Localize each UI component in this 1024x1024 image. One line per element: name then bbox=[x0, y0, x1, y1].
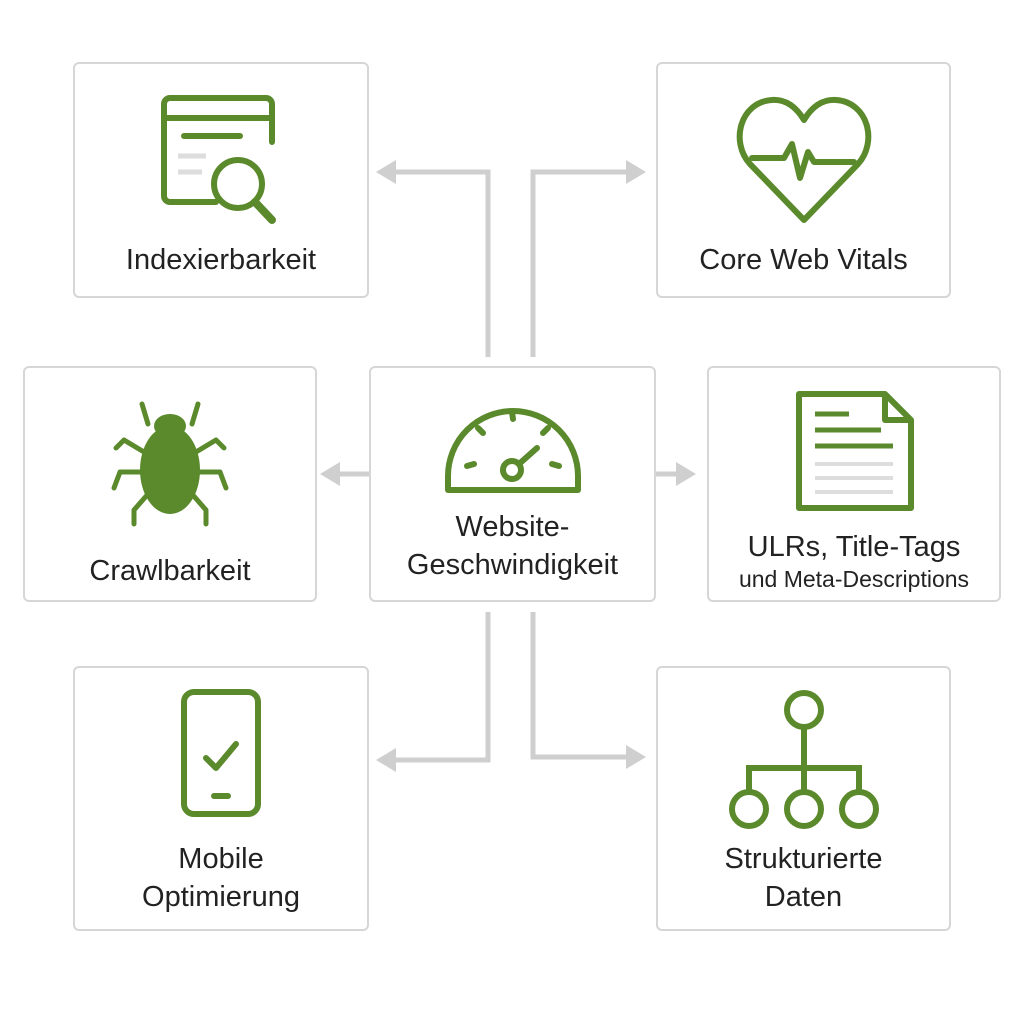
connector-mobile bbox=[392, 612, 491, 763]
label-line: Optimierung bbox=[142, 881, 300, 913]
label-line: Website- bbox=[455, 511, 570, 543]
connector-strukturierte bbox=[530, 612, 630, 760]
connector-core-web-vitals bbox=[530, 169, 630, 357]
node-label: Crawlbarkeit bbox=[89, 555, 251, 587]
bug-icon bbox=[111, 401, 229, 527]
node-indexierbarkeit: Indexierbarkeit bbox=[73, 62, 369, 298]
node-label: Website- Geschwindigkeit bbox=[371, 508, 654, 584]
arrowhead bbox=[376, 160, 396, 184]
smartphone-check-icon bbox=[181, 689, 261, 817]
node-label: Strukturierte Daten bbox=[658, 840, 949, 916]
node-website-geschwindigkeit: Website- Geschwindigkeit bbox=[369, 366, 656, 602]
label-line: und Meta-Descriptions bbox=[738, 566, 970, 592]
node-urls: ULRs, Title-Tags und Meta-Descriptions bbox=[707, 366, 1001, 602]
node-label: ULRs, Title-Tags und Meta-Descriptions bbox=[709, 530, 999, 594]
node-label: Mobile Optimierung bbox=[75, 840, 367, 916]
node-core-web-vitals: Core Web Vitals bbox=[656, 62, 951, 298]
label-line: Daten bbox=[764, 881, 843, 913]
arrowhead bbox=[626, 160, 646, 184]
arrowhead bbox=[626, 745, 646, 769]
speedometer-icon bbox=[444, 408, 581, 493]
label-line: Strukturierte bbox=[724, 843, 883, 875]
node-mobile: Mobile Optimierung bbox=[73, 666, 369, 931]
node-label: Core Web Vitals bbox=[699, 244, 908, 276]
heart-pulse-icon bbox=[736, 96, 871, 223]
connector-indexierbarkeit bbox=[392, 169, 491, 357]
node-label: Indexierbarkeit bbox=[125, 244, 317, 276]
node-strukturierte-daten: Strukturierte Daten bbox=[656, 666, 951, 931]
label-line: Mobile bbox=[178, 843, 264, 875]
arrowhead bbox=[320, 462, 340, 486]
arrowhead bbox=[676, 462, 696, 486]
label-line: Geschwindigkeit bbox=[406, 549, 619, 581]
document-icon bbox=[796, 391, 914, 511]
node-crawlbarkeit: Crawlbarkeit bbox=[23, 366, 317, 602]
browser-search-icon bbox=[161, 95, 276, 224]
hierarchy-icon bbox=[728, 690, 879, 829]
label-line: ULRs, Title-Tags bbox=[747, 531, 961, 563]
arrowhead bbox=[376, 748, 396, 772]
